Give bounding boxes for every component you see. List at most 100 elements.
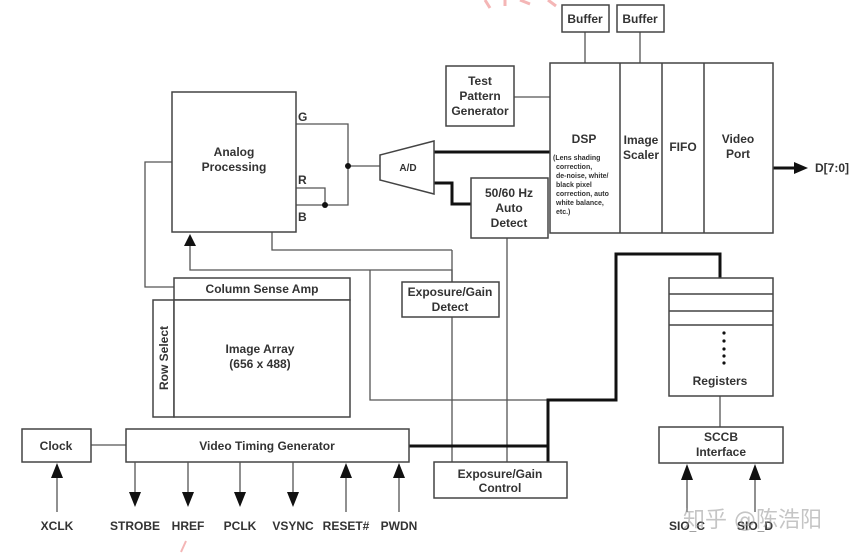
output-bus-label: D[7:0] xyxy=(815,161,849,175)
svg-text:Buffer: Buffer xyxy=(567,12,603,26)
svg-text:correction,: correction, xyxy=(556,164,592,171)
svg-text:black pixel: black pixel xyxy=(556,182,592,189)
svg-text:white balance,: white balance, xyxy=(555,200,604,207)
clock-block: Clock xyxy=(21,428,92,463)
svg-text:VSYNC: VSYNC xyxy=(272,519,314,533)
video-port-block: Video Port xyxy=(722,132,754,161)
auto-detect-block: 50/60 Hz Auto Detect xyxy=(470,177,549,239)
svg-text:Detect: Detect xyxy=(491,216,528,230)
arrow-up-icon xyxy=(340,463,352,478)
watermark-text: 知乎 @陈浩阳 xyxy=(683,508,822,533)
svg-text:Column Sense Amp: Column Sense Amp xyxy=(206,282,319,296)
pin-href: HREF xyxy=(172,462,205,533)
svg-text:SIO_C: SIO_C xyxy=(669,519,705,533)
arrow-d-out xyxy=(794,162,808,174)
svg-text:etc.): etc.) xyxy=(556,209,570,216)
svg-text:Video: Video xyxy=(722,132,754,146)
pin-strobe: STROBE xyxy=(110,462,160,533)
arrow-analog-input xyxy=(184,234,196,246)
dsp-block: DSP (Lens shading correction, de-noise, … xyxy=(553,132,609,216)
arrow-down-icon xyxy=(129,492,141,507)
arrow-down-icon xyxy=(182,492,194,507)
arrow-up-icon xyxy=(749,464,761,480)
svg-text:de-noise, white/: de-noise, white/ xyxy=(556,173,609,180)
pin-vsync: VSYNC xyxy=(272,462,314,533)
wire-column-to-analog xyxy=(144,161,174,288)
pin-b: B xyxy=(298,210,307,224)
pin-sio-c: SIO_C xyxy=(669,464,705,533)
wire-analog-to-control xyxy=(271,232,452,251)
test-pattern-generator-block: Test Pattern Generator xyxy=(445,65,515,127)
svg-text:(656 x 488): (656 x 488) xyxy=(229,357,290,371)
arrow-up-icon xyxy=(681,464,693,480)
svg-text:Control: Control xyxy=(479,481,522,495)
watermark-fragment xyxy=(483,0,557,9)
svg-text:HREF: HREF xyxy=(172,519,205,533)
analog-processing-block: Analog Processing G R B xyxy=(171,91,307,233)
svg-text:XCLK: XCLK xyxy=(41,519,74,533)
arrow-down-icon xyxy=(234,492,246,507)
svg-text:Row Select: Row Select xyxy=(157,326,171,390)
pin-sio-d: SIO_D xyxy=(737,464,773,533)
watermark-mark xyxy=(180,540,187,553)
pin-g: G xyxy=(298,110,307,124)
svg-text:Exposure/Gain: Exposure/Gain xyxy=(408,285,493,299)
svg-text:Clock: Clock xyxy=(40,439,73,453)
arrow-up-icon xyxy=(393,463,405,478)
arrow-down-icon xyxy=(287,492,299,507)
svg-text:Analog: Analog xyxy=(214,145,255,159)
svg-text:Interface: Interface xyxy=(696,445,746,459)
image-scaler-block: Image Scaler xyxy=(623,133,659,162)
dsp-pipeline: DSP (Lens shading correction, de-noise, … xyxy=(549,62,774,234)
buffer-block-2: Buffer xyxy=(616,4,665,33)
registers-block: Registers xyxy=(668,277,774,397)
svg-text:50/60 Hz: 50/60 Hz xyxy=(485,186,533,200)
pin-pwdn: PWDN xyxy=(381,463,418,533)
sccb-interface-block: SCCB Interface xyxy=(658,426,784,464)
bus-ad-to-autodetect xyxy=(434,181,471,206)
svg-text:SIO_D: SIO_D xyxy=(737,519,773,533)
svg-text:PCLK: PCLK xyxy=(224,519,257,533)
svg-text:Scaler: Scaler xyxy=(623,148,659,162)
svg-text:Pattern: Pattern xyxy=(459,89,500,103)
wire-loop xyxy=(369,270,548,401)
column-sense-amp-block: Column Sense Amp xyxy=(173,277,351,301)
row-select-block: Row Select xyxy=(152,299,175,418)
video-timing-generator-block: Video Timing Generator xyxy=(125,428,410,463)
svg-text:STROBE: STROBE xyxy=(110,519,160,533)
svg-text:Registers: Registers xyxy=(693,374,748,388)
svg-text:Image: Image xyxy=(624,133,659,147)
svg-text:DSP: DSP xyxy=(572,132,597,146)
svg-text:RESET#: RESET# xyxy=(323,519,370,533)
svg-text:Port: Port xyxy=(726,147,750,161)
image-array-block: Image Array (656 x 488) xyxy=(173,299,351,418)
svg-text:correction, auto: correction, auto xyxy=(556,191,609,198)
rgb-combine-wires xyxy=(296,123,380,208)
ad-converter: A/D xyxy=(379,140,435,195)
svg-text:A/D: A/D xyxy=(399,163,416,174)
pin-r: R xyxy=(298,173,307,187)
svg-text:Video Timing Generator: Video Timing Generator xyxy=(199,439,335,453)
svg-text:SCCB: SCCB xyxy=(704,430,738,444)
wire-to-analog-input xyxy=(189,246,453,462)
exposure-gain-control-block: Exposure/Gain Control xyxy=(433,461,568,499)
svg-text:Detect: Detect xyxy=(432,300,469,314)
buffer-block-1: Buffer xyxy=(561,4,610,33)
svg-text:(Lens shading: (Lens shading xyxy=(553,155,600,162)
exposure-gain-detect-block: Exposure/Gain Detect xyxy=(401,281,500,318)
pin-pclk: PCLK xyxy=(224,462,257,533)
svg-text:Buffer: Buffer xyxy=(622,12,658,26)
svg-text:Generator: Generator xyxy=(451,104,509,118)
fifo-block: FIFO xyxy=(669,140,696,154)
svg-text:Image Array: Image Array xyxy=(226,342,295,356)
svg-text:PWDN: PWDN xyxy=(381,519,418,533)
svg-text:Exposure/Gain: Exposure/Gain xyxy=(458,467,543,481)
svg-text:Test: Test xyxy=(468,74,492,88)
pin-reset: RESET# xyxy=(323,463,370,533)
svg-text:FIFO: FIFO xyxy=(669,140,696,154)
svg-text:Processing: Processing xyxy=(202,160,267,174)
svg-text:Auto: Auto xyxy=(495,201,522,215)
arrow-up-icon xyxy=(51,463,63,478)
pin-xclk: XCLK xyxy=(41,463,74,533)
